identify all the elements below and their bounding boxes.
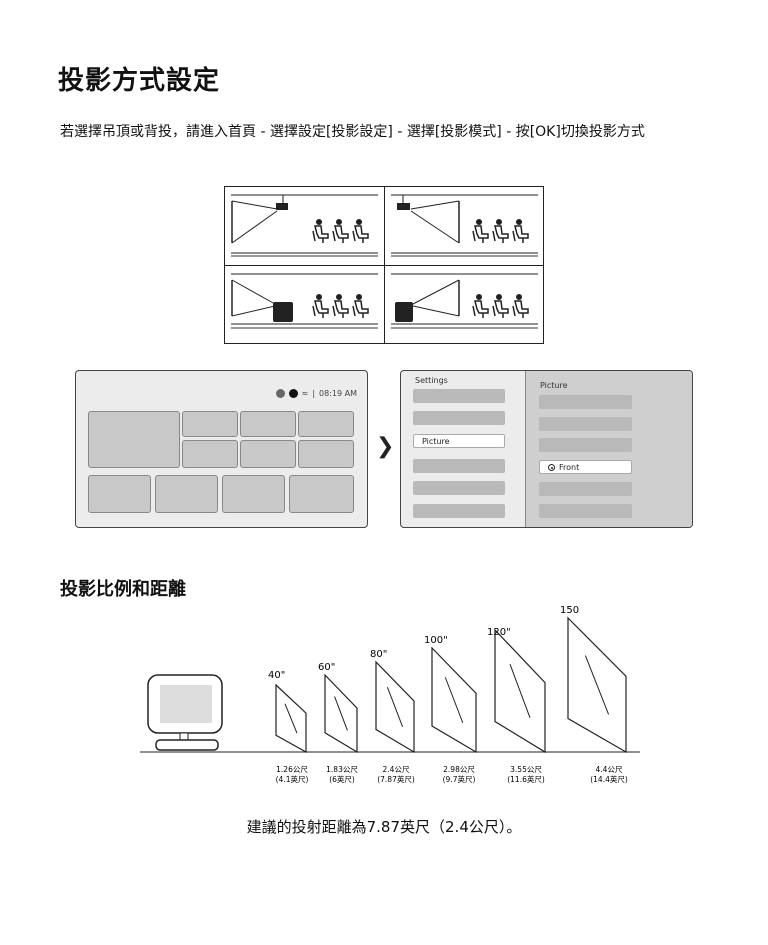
projection-modes-illustration bbox=[224, 186, 544, 344]
home-tile[interactable] bbox=[289, 475, 354, 513]
section-title-ratio-distance: 投影比例和距離 bbox=[60, 579, 186, 600]
settings-screen-mockup: Settings Picture Picture Front bbox=[400, 370, 693, 528]
picture-submenu-pane: Picture Front bbox=[525, 371, 692, 527]
distance-feet-label: (4.1英尺) bbox=[276, 774, 309, 784]
submenu-item[interactable] bbox=[539, 395, 632, 409]
screen-diagonal bbox=[444, 676, 464, 724]
screen-size-label: 150 bbox=[560, 605, 579, 616]
status-bar: ≈ | 08:19 AM bbox=[275, 389, 357, 398]
app-icon[interactable] bbox=[275, 389, 285, 398]
home-tile[interactable] bbox=[298, 411, 354, 437]
submenu-item[interactable] bbox=[539, 504, 632, 518]
screen-diagonal bbox=[334, 696, 348, 731]
front-option-label: Front bbox=[559, 463, 580, 472]
distance-feet-label: (9.7英尺) bbox=[443, 774, 476, 784]
distance-feet-label: (7.87英尺) bbox=[377, 774, 415, 784]
submenu-item[interactable] bbox=[539, 417, 632, 431]
distance-feet-label: (14.4英尺) bbox=[590, 774, 628, 784]
wifi-icon: ≈ bbox=[301, 389, 309, 398]
screen-size-label: 40" bbox=[268, 670, 285, 681]
ceiling-front-mode bbox=[225, 187, 385, 266]
page-title: 投影方式設定 bbox=[58, 66, 221, 96]
settings-menu-item[interactable] bbox=[413, 504, 505, 518]
distance-feet-label: (11.6英尺) bbox=[507, 774, 545, 784]
home-tile[interactable] bbox=[240, 440, 296, 468]
desktop-front-mode bbox=[225, 266, 385, 344]
distance-meters-label: 3.55公尺 bbox=[510, 765, 542, 774]
home-tile[interactable] bbox=[182, 411, 238, 437]
screen-size-label: 120" bbox=[487, 627, 511, 638]
home-tile[interactable] bbox=[222, 475, 285, 513]
clock-time: 08:19 AM bbox=[319, 389, 357, 398]
distance-meters-label: 1.83公尺 bbox=[326, 765, 358, 774]
radio-selected-icon bbox=[548, 464, 555, 471]
settings-menu-item[interactable] bbox=[413, 411, 505, 425]
submenu-item-front[interactable]: Front bbox=[539, 460, 632, 474]
ceiling-rear-mode bbox=[385, 187, 544, 266]
home-tile[interactable] bbox=[182, 440, 238, 468]
chevron-right-icon: ❯ bbox=[376, 434, 395, 459]
distance-meters-label: 4.4公尺 bbox=[596, 765, 623, 774]
distance-feet-label: (6英尺) bbox=[329, 774, 355, 784]
home-tile[interactable] bbox=[155, 475, 218, 513]
submenu-item[interactable] bbox=[539, 438, 632, 452]
projector-device-icon bbox=[147, 674, 223, 751]
screen-size-label: 80" bbox=[370, 649, 387, 660]
screen-size-label: 100" bbox=[424, 635, 448, 646]
submenu-title: Picture bbox=[540, 381, 568, 390]
projection-distance-diagram: 40" 1.26公尺(4.1英尺) 60" 1.83公尺(6英尺) 80" 2.4公尺(7… bbox=[140, 605, 640, 784]
recommended-distance-note: 建議的投射距離為7.87英尺（2.4公尺）。 bbox=[246, 818, 522, 836]
settings-menu-item-picture[interactable]: Picture bbox=[413, 434, 505, 448]
status-separator: | bbox=[312, 389, 316, 398]
home-tile-large[interactable] bbox=[88, 411, 180, 468]
home-tile[interactable] bbox=[298, 440, 354, 468]
settings-menu-item[interactable] bbox=[413, 389, 505, 403]
distance-meters-label: 1.26公尺 bbox=[276, 765, 308, 774]
submenu-item[interactable] bbox=[539, 482, 632, 496]
screen-diagonal bbox=[386, 687, 404, 727]
home-screen-mockup: ≈ | 08:19 AM bbox=[75, 370, 368, 528]
settings-menu-item[interactable] bbox=[413, 481, 505, 495]
screen-diagonal bbox=[509, 663, 531, 719]
home-tile[interactable] bbox=[88, 475, 151, 513]
settings-gear-icon[interactable] bbox=[288, 389, 298, 398]
settings-menu-item[interactable] bbox=[413, 459, 505, 473]
instructions-text: 若選擇吊頂或背投，請進入首頁 - 選擇設定[投影設定] - 選擇[投影模式] -… bbox=[60, 124, 645, 140]
screen-diagonal bbox=[284, 703, 298, 734]
home-tile[interactable] bbox=[240, 411, 296, 437]
distance-meters-label: 2.98公尺 bbox=[443, 765, 475, 774]
desktop-rear-mode bbox=[385, 266, 544, 344]
screen-diagonal bbox=[584, 655, 610, 715]
settings-title: Settings bbox=[415, 376, 448, 385]
distance-meters-label: 2.4公尺 bbox=[383, 765, 410, 774]
screen-size-label: 60" bbox=[318, 662, 335, 673]
